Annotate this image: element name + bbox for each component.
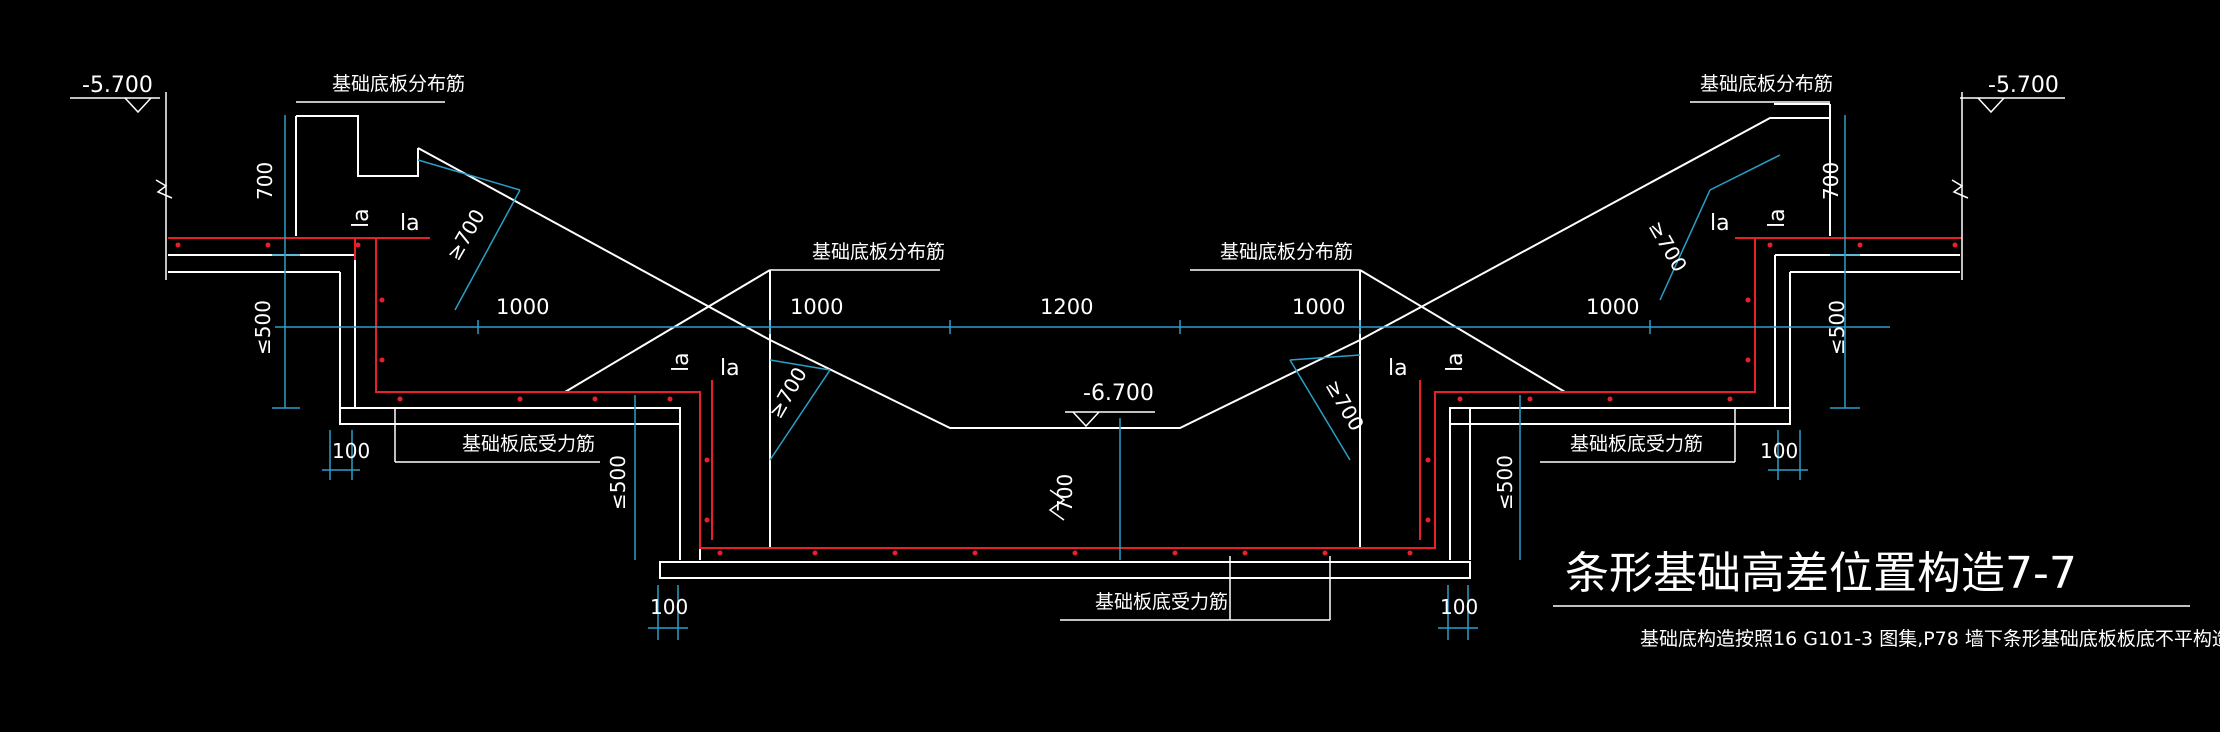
- right-slope-a: [1359, 269, 1566, 393]
- label-dist-rebar-right: 基础底板分布筋: [1700, 73, 1833, 95]
- dim-100-c: 100: [650, 595, 688, 619]
- dim-100-a: 100: [332, 439, 370, 463]
- dim-le500-mid-left: ≤500: [606, 455, 630, 510]
- dim-700-left: 700: [253, 162, 277, 200]
- drawing-title: 条形基础高差位置构造7-7: [1565, 548, 2077, 599]
- elevation-right-top: -5.700: [1988, 73, 2059, 98]
- slope-dim-left-mid: [769, 359, 831, 371]
- dim-le500-left: ≤500: [251, 300, 275, 355]
- la-right-h: la: [1710, 211, 1730, 236]
- label-dist-rebar-mid-left: 基础底板分布筋: [812, 241, 945, 263]
- dim-le500-right: ≤500: [1825, 300, 1849, 355]
- right-mid-cushion: [1449, 407, 1791, 425]
- slope-dim-right-top: [1709, 154, 1781, 191]
- dim-700-right: 700: [1819, 162, 1843, 200]
- dim-100-b: 100: [1760, 439, 1798, 463]
- label-dist-rebar-left: 基础底板分布筋: [332, 73, 465, 95]
- drawing-note: 基础底构造按照16 G101-3 图集,P78 墙下条形基础底板板底不平构造(一…: [1640, 628, 2220, 650]
- la-mid-left-v: la: [669, 352, 694, 372]
- foundation-outline: [168, 103, 1960, 579]
- leader-lines: [70, 92, 2190, 621]
- label-main-rebar-bottom: 基础板底受力筋: [1095, 591, 1228, 613]
- dim-1000-d: 1000: [1586, 295, 1639, 319]
- left-mid-cushion: [339, 407, 681, 425]
- rebar-dots: [175, 242, 1958, 556]
- left-slope-a: [564, 269, 771, 393]
- dim-100-d: 100: [1440, 595, 1478, 619]
- dim-ge700-left-top: ≥700: [442, 205, 490, 265]
- dimension-lines: [272, 115, 1890, 640]
- dim-1000-c: 1000: [1292, 295, 1345, 319]
- dim-700-center: 700: [1053, 474, 1077, 512]
- rebar-main-profile: [375, 238, 1756, 549]
- la-mid-right-h: la: [1388, 356, 1408, 381]
- label-main-rebar-right: 基础板底受力筋: [1570, 433, 1703, 455]
- bottom-cushion: [659, 561, 1471, 579]
- la-mid-right-v: la: [1443, 352, 1468, 372]
- dim-ge700-right-mid: ≥700: [1321, 376, 1369, 436]
- dim-1200: 1200: [1040, 295, 1093, 319]
- la-right-v: la: [1765, 208, 1790, 228]
- slope-dim-left-top: [417, 159, 521, 191]
- la-left-v: la: [349, 208, 374, 228]
- la-left-h: la: [400, 211, 420, 236]
- elevation-bottom: -6.700: [1083, 381, 1154, 406]
- label-main-rebar-left: 基础板底受力筋: [462, 433, 595, 455]
- dim-1000-a: 1000: [496, 295, 549, 319]
- rebar-lines: [168, 237, 1962, 549]
- slope-dim-right-mid: [1289, 354, 1361, 361]
- elevation-left-top: -5.700: [82, 73, 153, 98]
- la-mid-left-h: la: [720, 356, 740, 381]
- left-wall-break: [296, 115, 419, 177]
- label-dist-rebar-mid-right: 基础底板分布筋: [1220, 241, 1353, 263]
- dim-le500-mid-right: ≤500: [1493, 455, 1517, 510]
- dim-1000-b: 1000: [790, 295, 843, 319]
